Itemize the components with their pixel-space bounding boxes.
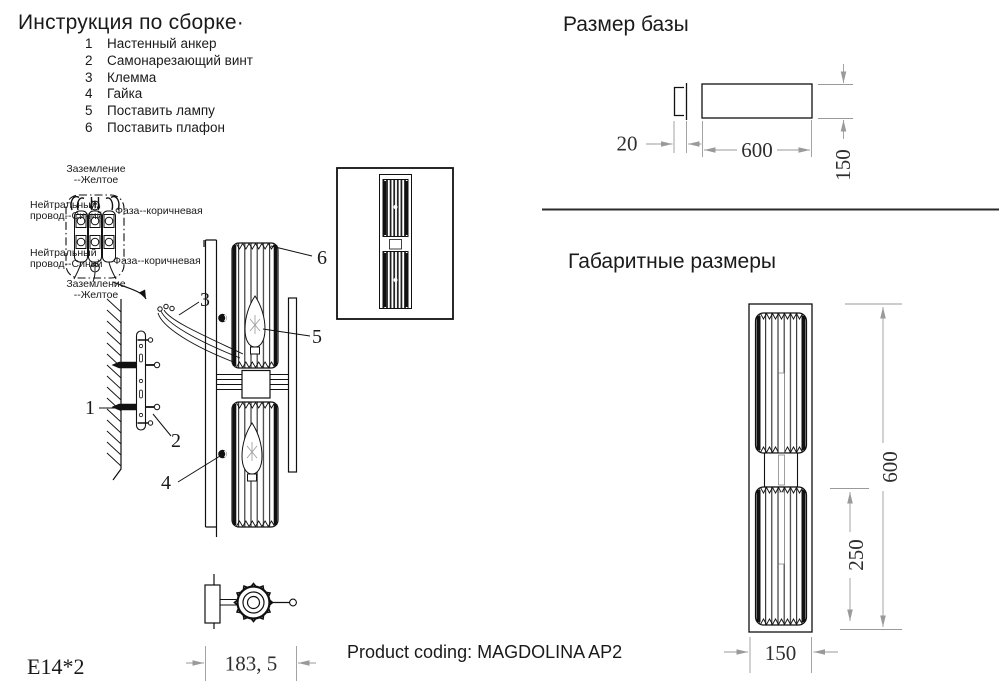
- base-size-drawing: 20 600 150: [617, 64, 855, 181]
- socket-spec: E14*2: [27, 654, 85, 679]
- base-width-dim: 600: [741, 138, 773, 162]
- callout-1: 1: [85, 397, 95, 419]
- bottom-shade: [231, 401, 279, 528]
- label-ground-bottom: Заземление--Желтое: [66, 278, 126, 301]
- product-coding: Product coding: MAGDOLINA AP2: [347, 642, 623, 662]
- label-phase-top: Фаза--коричневая: [115, 205, 203, 217]
- top-view-drawing: 183, 5: [186, 574, 316, 681]
- wall-hatching: [106, 298, 122, 467]
- lamp-assembly-drawing: [112, 239, 298, 537]
- callout-2: 2: [171, 430, 181, 452]
- callout-4: 4: [161, 472, 171, 494]
- shade-height-dim: 250: [844, 539, 868, 571]
- base-depth-dim: 20: [617, 132, 638, 156]
- label-phase-bottom: Фаза--коричневая: [113, 255, 201, 267]
- assembled-lamp-inset: [336, 167, 454, 320]
- side-panel: [287, 297, 298, 473]
- overall-size-title: Габаритные размеры: [568, 250, 776, 273]
- wall-mount-drawing: [106, 298, 161, 481]
- terminal-block-drawing: [65, 194, 125, 283]
- callout-5: 5: [312, 326, 322, 348]
- overall-width-dim: 150: [765, 641, 797, 665]
- base-size-title: Размер базы: [563, 13, 689, 36]
- depth-dim: 183, 5: [225, 652, 278, 676]
- wall-anchor: [111, 403, 137, 411]
- wire-bundle: [157, 303, 244, 364]
- wiring-arrow: [112, 281, 147, 300]
- base-height-dim: 150: [831, 149, 855, 181]
- label-ground-top: Заземление--Желтое: [66, 163, 126, 186]
- callout-3: 3: [200, 289, 210, 311]
- overall-height-dim: 600: [878, 451, 902, 483]
- top-shade: [231, 242, 279, 369]
- callouts: [99, 245, 313, 483]
- page-title: Инструкция по сборке·: [18, 11, 244, 34]
- finial-knob: [289, 598, 297, 607]
- wall-anchor: [111, 361, 137, 369]
- overall-size-drawing: 600 250 150: [724, 303, 902, 673]
- callout-6: 6: [317, 247, 327, 269]
